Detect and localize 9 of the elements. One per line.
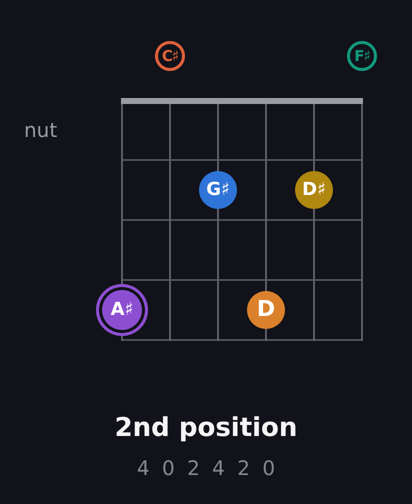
fret-numbers: 4 0 2 4 2 0 xyxy=(136,458,280,478)
finger-dot: G♯ xyxy=(199,171,237,209)
open-string-ring: F♯ xyxy=(347,41,377,71)
root-finger-dot: A♯ xyxy=(96,284,148,336)
nut-label: nut xyxy=(24,120,58,140)
position-title: 2nd position xyxy=(114,415,298,441)
finger-dot: D xyxy=(247,291,285,329)
open-string-ring: C♯ xyxy=(155,41,185,71)
finger-dot: D♯ xyxy=(295,171,333,209)
